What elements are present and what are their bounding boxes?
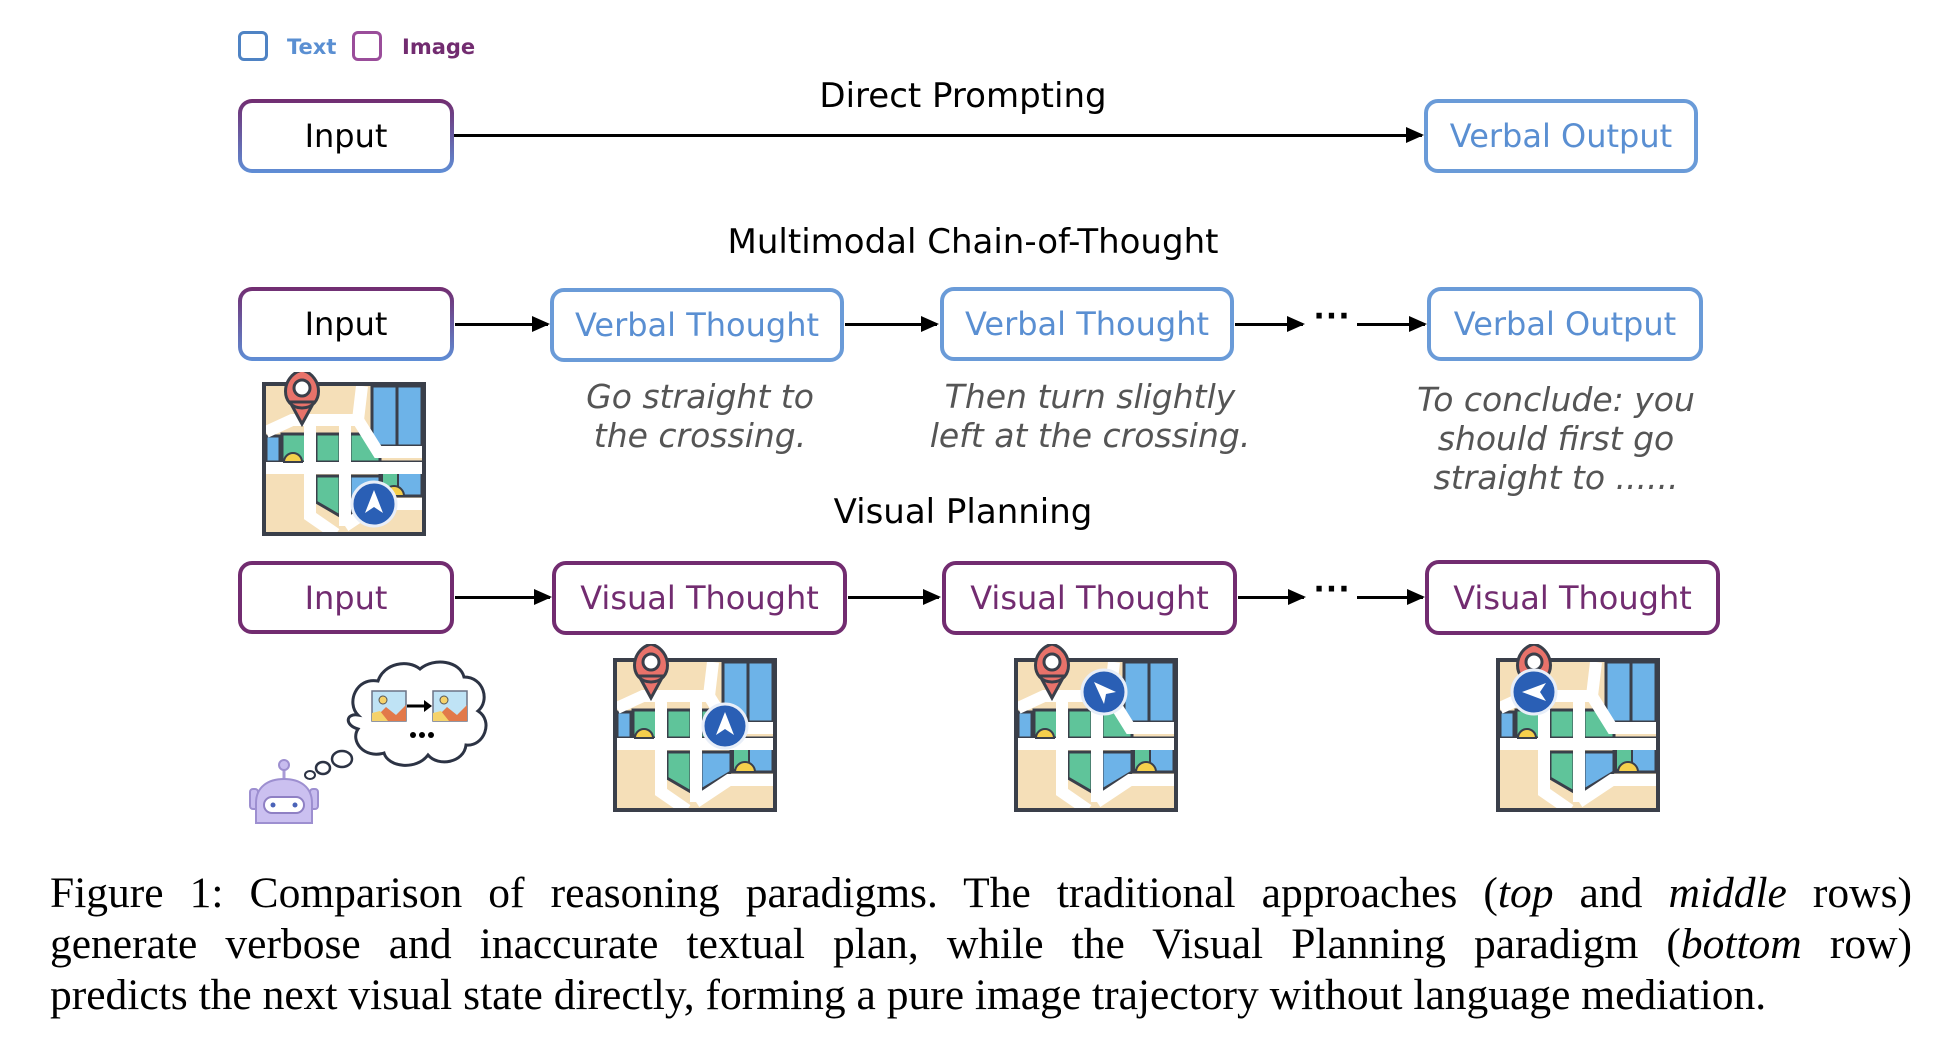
mcot-verbal-output-node: Verbal Output (1427, 287, 1703, 361)
visual-thought-1: Visual Thought (552, 561, 847, 635)
visual-arrow-1 (455, 589, 552, 605)
image-thumbnail-icon (371, 690, 407, 722)
visual-planning-title: Visual Planning (833, 492, 1093, 532)
caption-emphasis: bottom (1680, 920, 1802, 968)
visual-thought-2: Visual Thought (942, 561, 1237, 635)
visual-arrow-4 (1357, 589, 1425, 605)
mcot-input-label: Input (304, 305, 388, 343)
mcot-arrow-4 (1357, 316, 1427, 332)
mcot-thought-text-1: Go straight to the crossing. (586, 377, 814, 455)
visual-input-label: Input (304, 578, 388, 617)
thought-line: left at the crossing. (929, 416, 1251, 455)
caption-line-3: predicts the next visual state directly,… (50, 970, 1912, 1021)
visual-output-label: Visual Thought (1453, 578, 1692, 617)
caption-text: and (1553, 869, 1669, 917)
robot-icon (249, 759, 319, 824)
direct-output-label: Verbal Output (1449, 117, 1673, 155)
caption-text: rows) (1786, 869, 1912, 917)
thought-line: the crossing. (593, 416, 807, 455)
caption-emphasis: top (1497, 869, 1554, 917)
thought-line: Then turn slightly (944, 377, 1236, 416)
mcot-thought-text-3: To conclude: you should first go straigh… (1417, 380, 1695, 497)
thought-line: should first go (1437, 419, 1675, 458)
mcot-title: Multimodal Chain-of-Thought (727, 222, 1219, 262)
visual-step-2-label: Visual Thought (970, 579, 1209, 617)
mcot-verbal-thought-2: Verbal Thought (940, 287, 1234, 361)
mcot-arrow-1 (455, 316, 550, 332)
mcot-arrow-2 (845, 316, 939, 332)
mcot-verbal-thought-1: Verbal Thought (550, 288, 844, 362)
visual-step-1-label: Visual Thought (580, 579, 819, 617)
legend-text-label: Text (287, 35, 337, 59)
caption-text: Figure 1: Comparison of reasoning paradi… (50, 869, 1498, 917)
visual-ellipsis: ··· (1313, 572, 1351, 607)
robot-thinking-icon (249, 660, 488, 824)
thought-line: To conclude: you (1417, 380, 1695, 419)
mcot-step-1-label: Verbal Thought (574, 306, 820, 344)
visual-thought-2-map-icon (1014, 644, 1180, 816)
visual-input-node: Input (238, 561, 454, 634)
direct-verbal-output-node: Verbal Output (1424, 99, 1698, 173)
visual-arrow-2 (848, 589, 941, 605)
direct-input-node: Input (238, 99, 454, 173)
legend-image-label: Image (402, 35, 476, 59)
visual-arrow-3 (1238, 589, 1306, 605)
navigation-arrow-icon (701, 702, 749, 750)
caption-line-2: generate verbose and inaccurate textual … (50, 919, 1912, 970)
mcot-input-map-icon (262, 372, 428, 540)
caption-text: row) (1801, 920, 1912, 968)
navigation-arrow-icon (1510, 668, 1558, 716)
mcot-ellipsis: ··· (1313, 299, 1351, 334)
image-thumbnail-icon (432, 690, 468, 722)
thought-line: Go straight to (586, 377, 814, 416)
legend-image-swatch (352, 31, 382, 61)
direct-prompting-title: Direct Prompting (819, 76, 1107, 116)
caption-line-1: Figure 1: Comparison of reasoning paradi… (50, 868, 1912, 919)
direct-arrow (454, 127, 1424, 143)
mcot-output-label: Verbal Output (1453, 305, 1677, 343)
mcot-thought-text-2: Then turn slightly left at the crossing. (930, 377, 1251, 455)
thought-line: straight to ...... (1433, 458, 1679, 497)
visual-thought-1-map-icon (613, 644, 779, 816)
caption-emphasis: middle (1668, 869, 1787, 917)
caption-text: predicts the next visual state directly,… (50, 971, 1767, 1019)
visual-thought-final: Visual Thought (1425, 560, 1720, 635)
legend-text-swatch (238, 31, 268, 61)
mcot-step-2-label: Verbal Thought (964, 305, 1210, 343)
direct-input-label: Input (304, 117, 388, 155)
mcot-input-node: Input (238, 287, 454, 361)
navigation-arrow-icon (350, 480, 398, 528)
figure-caption: Figure 1: Comparison of reasoning paradi… (50, 868, 1912, 1021)
navigation-arrow-icon (1080, 668, 1128, 716)
mcot-arrow-3 (1235, 316, 1305, 332)
caption-text: generate verbose and inaccurate textual … (50, 920, 1681, 968)
visual-thought-final-map-icon (1496, 644, 1662, 816)
